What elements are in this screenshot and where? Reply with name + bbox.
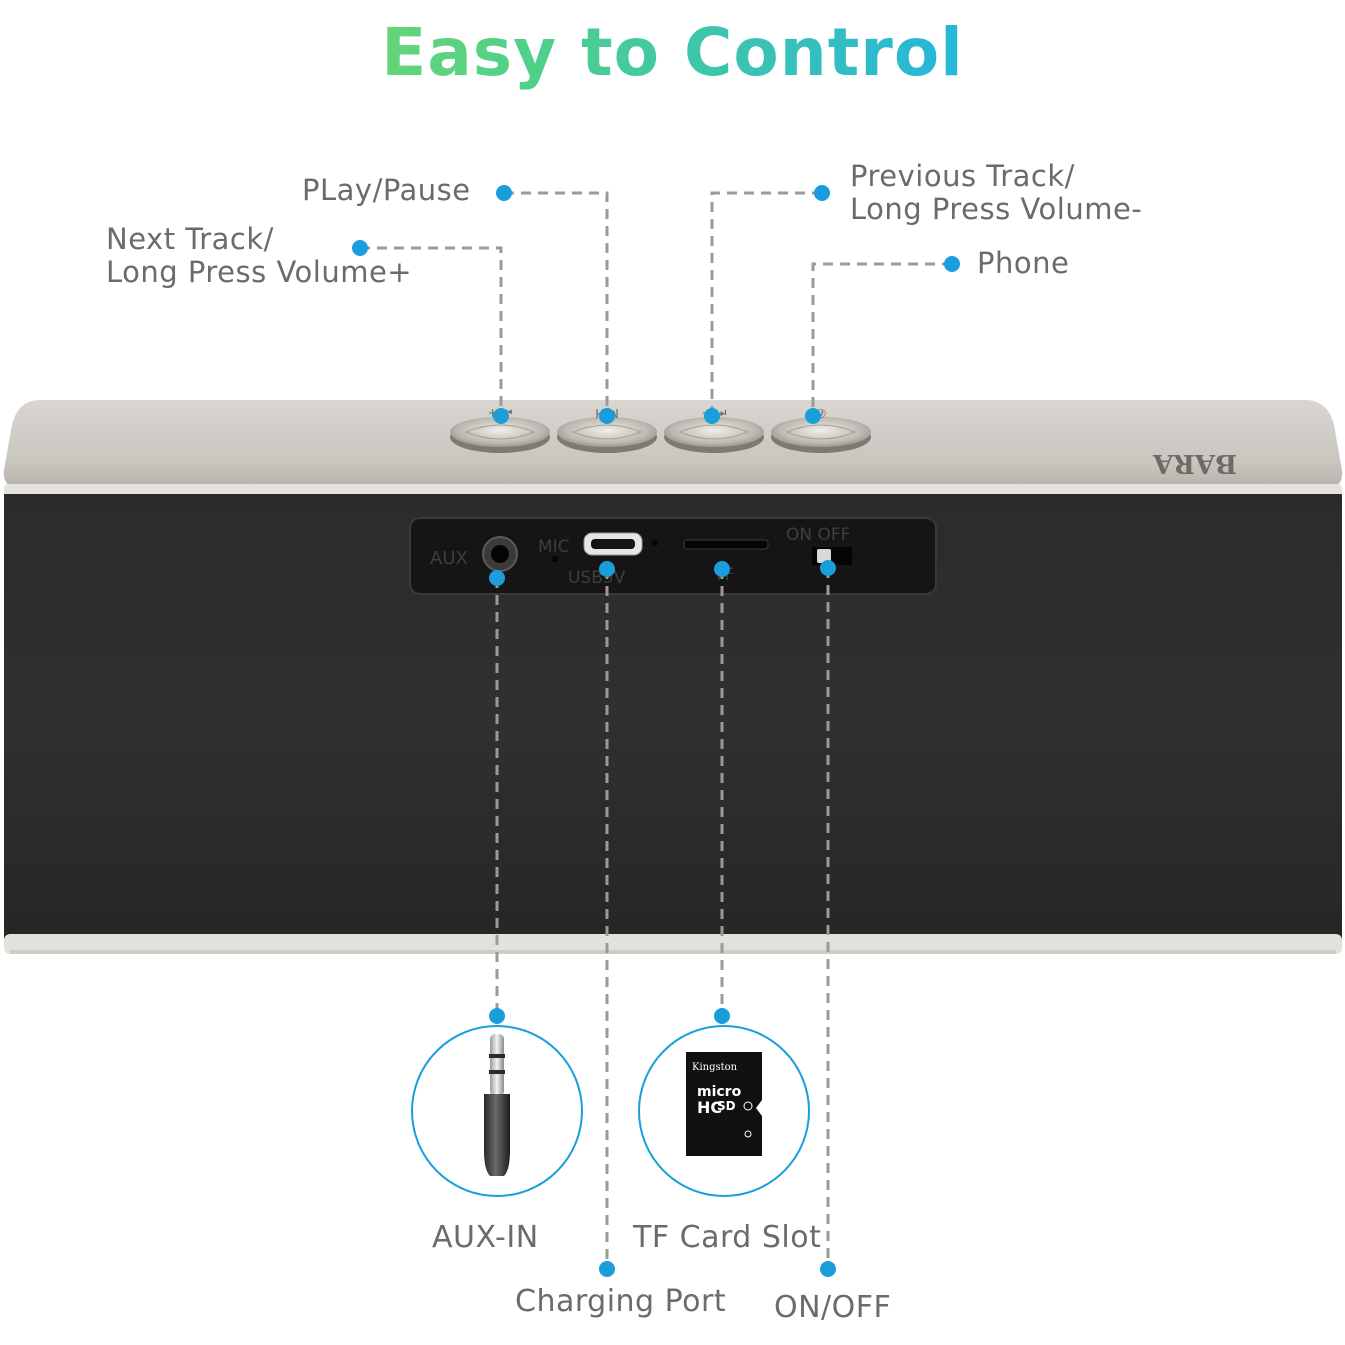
- label-charging-port-text: Charging Port: [515, 1284, 727, 1319]
- micro-usb-port[interactable]: [583, 532, 643, 556]
- label-charging-port: Charging Port: [515, 1285, 726, 1318]
- label-aux-in: AUX-IN: [432, 1221, 539, 1254]
- marker-dot: [714, 561, 730, 577]
- panel-label-usb: USB5V: [568, 568, 626, 588]
- marker-dot: [944, 256, 960, 272]
- label-play-pause-text: PLay/Pause: [302, 173, 471, 207]
- marker-dot: [820, 1261, 836, 1277]
- speaker-top-edge: [4, 484, 1342, 496]
- tf-card-slot-port[interactable]: [683, 539, 769, 550]
- marker-dot: [814, 185, 830, 201]
- marker-dots: [352, 185, 960, 1277]
- panel-label-mic: MIC: [538, 537, 570, 557]
- phone-button[interactable]: ✆: [771, 406, 871, 453]
- panel-label-aux: AUX: [430, 548, 468, 569]
- panel-label-on-off: ON OFF: [786, 525, 850, 545]
- label-prev-line1: Previous Track/: [850, 159, 1075, 193]
- label-prev-line2: Long Press Volume-: [850, 192, 1143, 226]
- label-tf-card-slot: TF Card Slot: [633, 1221, 821, 1254]
- label-phone-text: Phone: [977, 246, 1070, 280]
- label-phone: Phone: [977, 247, 1069, 280]
- card-hc-text: HC: [697, 1098, 722, 1117]
- marker-dot: [805, 408, 821, 424]
- power-switch[interactable]: [812, 547, 852, 565]
- card-micro-text: micro: [697, 1084, 742, 1100]
- marker-dot: [820, 560, 836, 576]
- aux-plug-illustration: [411, 1025, 583, 1197]
- charge-led: [652, 540, 658, 546]
- label-next-line2: Long Press Volume+: [106, 255, 413, 289]
- label-aux-in-text: AUX-IN: [432, 1220, 539, 1255]
- marker-dot: [493, 408, 509, 424]
- card-sd-text: SD: [717, 1099, 736, 1113]
- marker-dot: [714, 1008, 730, 1024]
- card-maker-text: Kingston: [692, 1062, 738, 1073]
- marker-dot: [496, 185, 512, 201]
- marker-dot: [489, 570, 505, 586]
- label-next-line1: Next Track/: [106, 222, 274, 256]
- label-next-track: Next Track/ Long Press Volume+: [106, 223, 412, 289]
- label-on-off-text: ON/OFF: [774, 1290, 892, 1325]
- brand-logo: BARA: [1152, 448, 1237, 478]
- play-pause-button[interactable]: M/H: [557, 406, 657, 453]
- marker-dot: [599, 1261, 615, 1277]
- leader-lines: [360, 191, 952, 1269]
- marker-dot: [599, 561, 615, 577]
- marker-dot: [489, 1008, 505, 1024]
- aux-jack[interactable]: [482, 536, 518, 572]
- label-play-pause: PLay/Pause: [302, 174, 471, 207]
- speaker-bottom-edge: [4, 934, 1342, 954]
- marker-dot: [704, 408, 720, 424]
- label-on-off: ON/OFF: [774, 1291, 891, 1324]
- svg-text:✆: ✆: [816, 406, 826, 420]
- marker-dot: [599, 408, 615, 424]
- label-previous-track: Previous Track/ Long Press Volume-: [850, 160, 1142, 226]
- page-title: Easy to Control: [0, 14, 1345, 91]
- marker-dot: [352, 240, 368, 256]
- speaker-bottom-shadow: [10, 950, 1336, 954]
- connector-panel: AUX MIC USB5V TF ON OFF: [409, 517, 937, 595]
- label-tf-card-slot-text: TF Card Slot: [633, 1220, 822, 1255]
- tf-card-illustration: Kingston micro SD HC: [638, 1025, 810, 1197]
- mic-hole: [552, 556, 558, 562]
